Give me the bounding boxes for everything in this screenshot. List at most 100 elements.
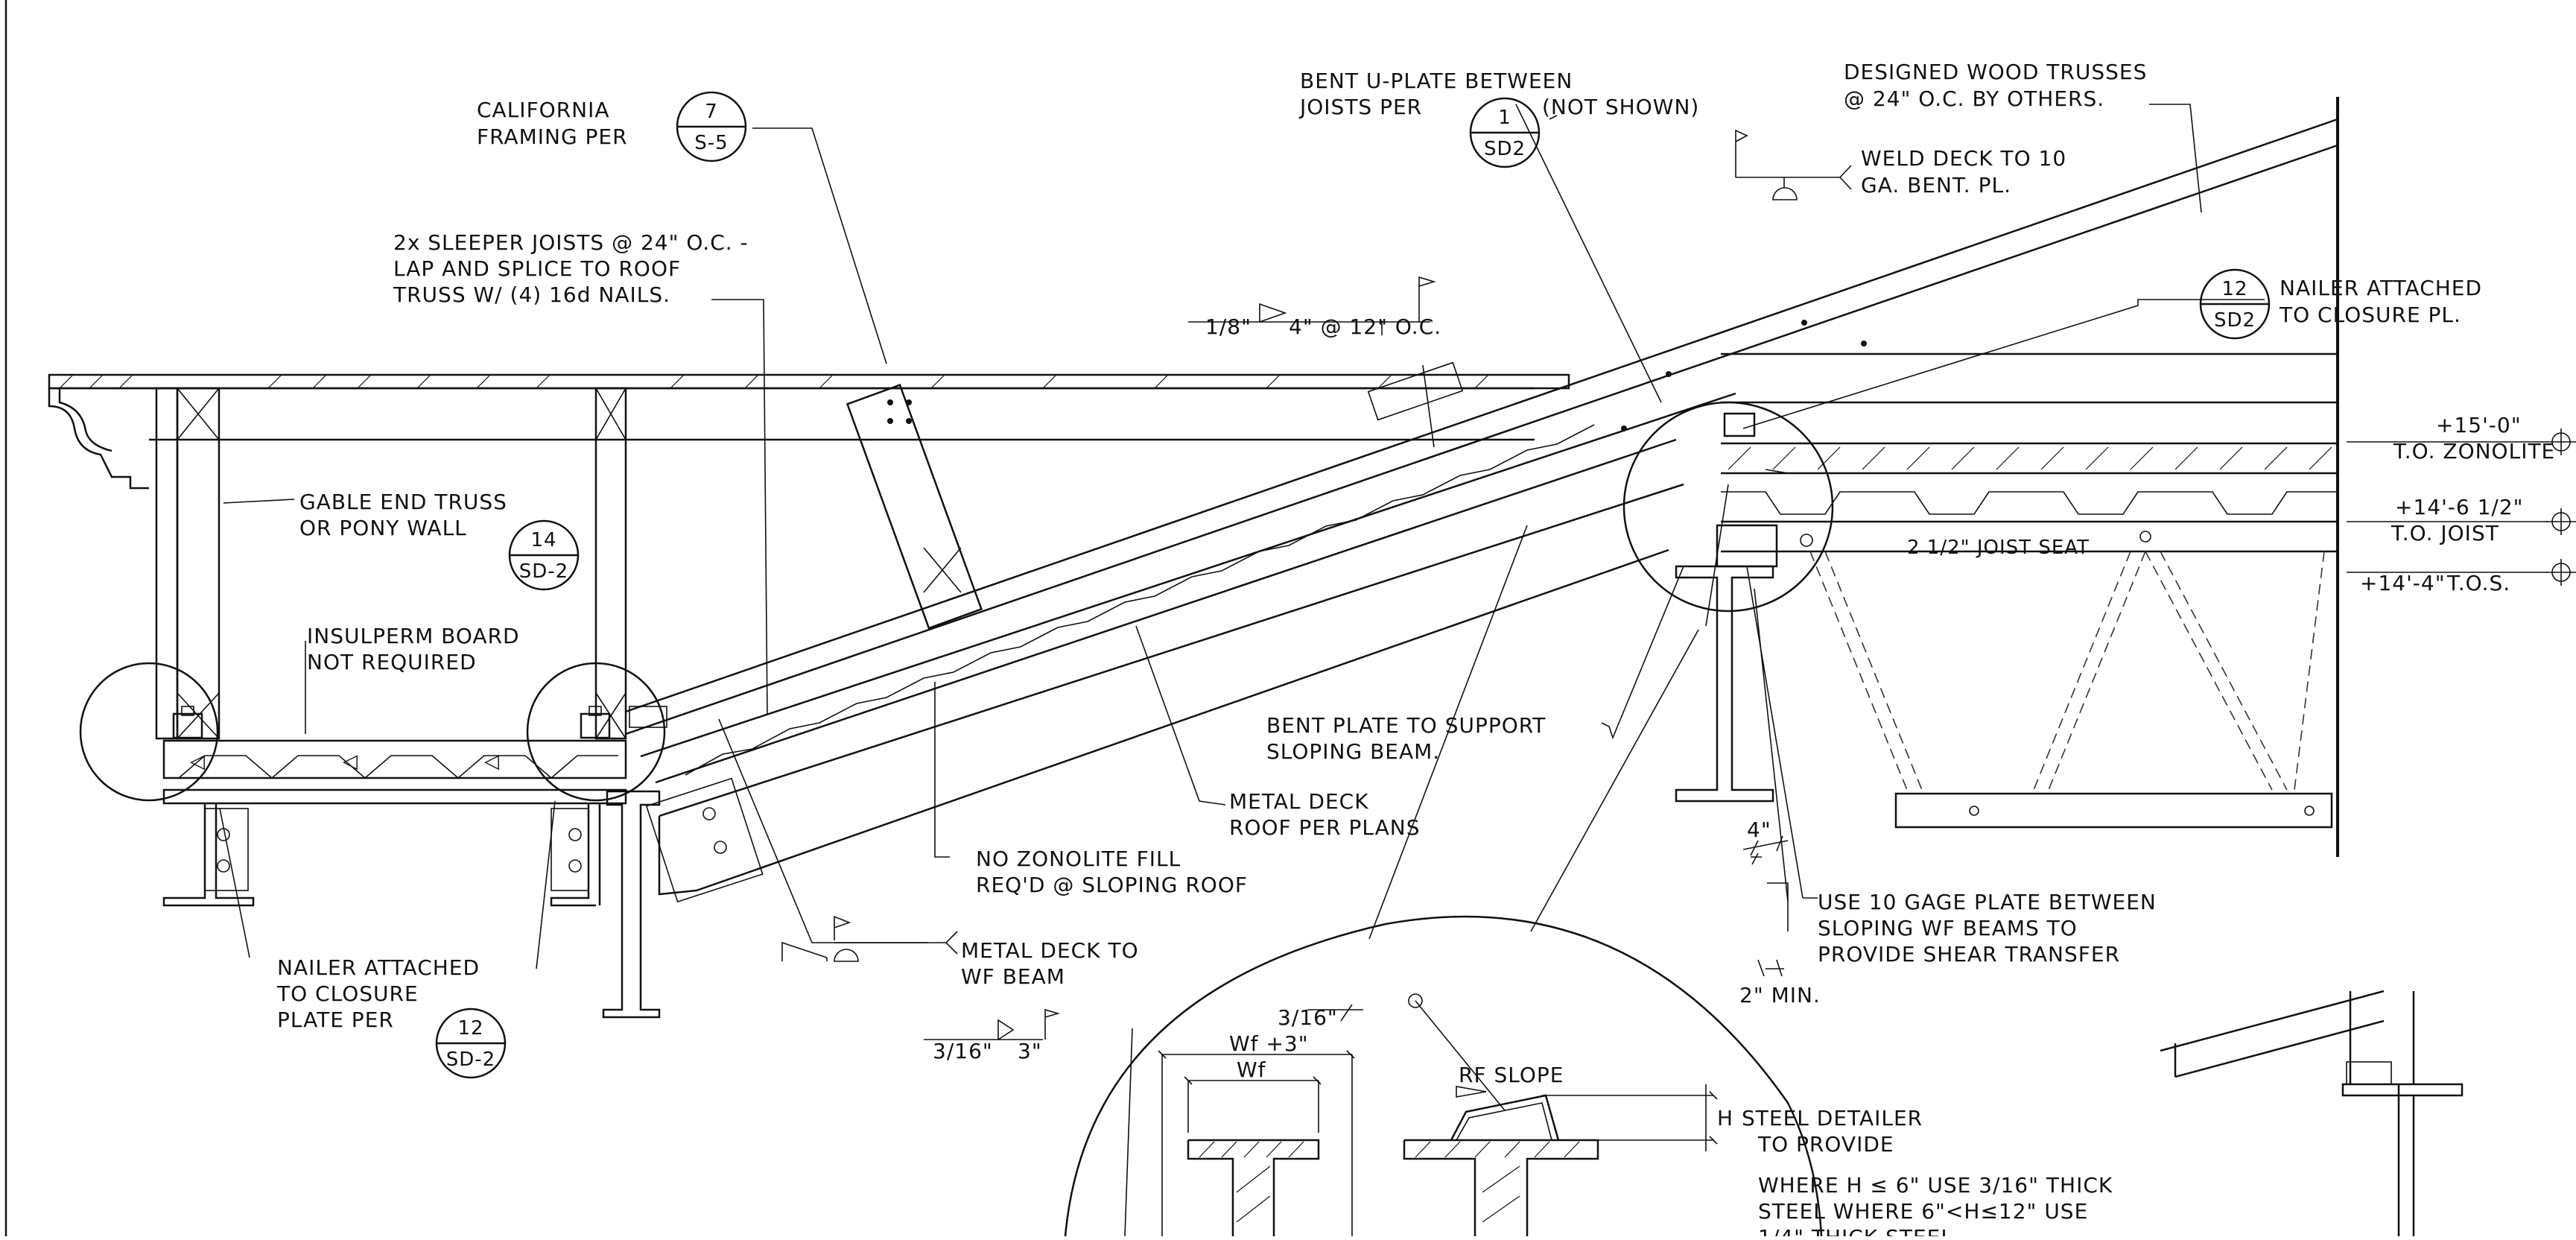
elevation-targets xyxy=(2347,428,2576,586)
label-h: H xyxy=(1717,1106,1733,1130)
detail-bubble[interactable]: 14 SD-2 xyxy=(508,519,580,591)
note-steel-detailer: STEEL DETAILER TO PROVIDE xyxy=(1742,1106,1923,1157)
note-nailer-closure-pl: NAILER ATTACHED TO CLOSURE PL. xyxy=(2279,276,2482,327)
note-metal-deck-wf: METAL DECK TO WF BEAM xyxy=(961,938,1139,989)
note-gable-end: GABLE END TRUSS OR PONY WALL xyxy=(299,490,507,540)
note-line: NO ZONOLITE FILL xyxy=(976,847,1181,871)
bubble-sheet: SD2 xyxy=(1484,138,1526,160)
joist-roof-assembly xyxy=(1622,352,2338,829)
note-line: PLATE PER xyxy=(277,1008,394,1032)
bubble-number: 1 xyxy=(1498,107,1511,129)
note-ten-gage-plate: USE 10 GAGE PLATE BETWEEN SLOPING WF BEA… xyxy=(1818,890,2157,967)
dimension-marks xyxy=(1158,835,1789,1145)
note-line: USE 10 GAGE PLATE BETWEEN xyxy=(1818,890,2157,914)
note-no-zonolite: NO ZONOLITE FILL REQ'D @ SLOPING ROOF xyxy=(976,847,1248,897)
note-line: 4" @ 12" O.C. xyxy=(1289,314,1441,339)
note-line: CALIFORNIA xyxy=(477,98,610,122)
note-weld-deck: WELD DECK TO 10 GA. BENT. PL. xyxy=(1861,146,2066,197)
note-line: GA. BENT. PL. xyxy=(1861,173,2011,197)
note-line: 3" xyxy=(1018,1039,1042,1063)
note-line: 3/16" xyxy=(933,1039,993,1063)
note-line: TO CLOSURE xyxy=(276,981,419,1006)
bubble-sheet: SD-2 xyxy=(446,1048,495,1071)
note-california-framing: CALIFORNIA FRAMING PER xyxy=(477,98,628,149)
dim-4: 4" xyxy=(1747,817,1771,842)
elevation-marker: +14'-6 1/2" T.O. JOIST xyxy=(2391,495,2524,545)
elevation-value: +15'-0" xyxy=(2436,413,2522,437)
note-line: NAILER ATTACHED xyxy=(2280,276,2482,300)
note-line: SLOPING BEAM. xyxy=(1266,739,1440,764)
sloping-roof-assembly xyxy=(625,118,2338,903)
detail-bubble[interactable]: 1 SD2 xyxy=(1469,97,1541,168)
note-line: (NOT SHOWN) xyxy=(1542,95,1699,119)
note-line: LAP AND SPLICE TO ROOF xyxy=(393,256,681,281)
note-bent-plate-support: BENT PLATE TO SUPPORT SLOPING BEAM. xyxy=(1266,713,1546,764)
note-line: 2x SLEEPER JOISTS @ 24" O.C. - xyxy=(393,230,749,255)
bubble-sheet: S-5 xyxy=(694,132,728,154)
bubble-number: 14 xyxy=(530,529,556,551)
detail-weld-size: 3/16" xyxy=(1278,1005,1338,1030)
note-line: ROOF PER PLANS xyxy=(1229,815,1420,840)
note-line: @ 24" O.C. BY OTHERS. xyxy=(1844,86,2104,111)
label-rf-slope: RF SLOPE xyxy=(1459,1063,1564,1087)
bubble-number: 12 xyxy=(457,1017,483,1040)
note-line: FRAMING PER xyxy=(477,124,628,149)
note-line: REQ'D @ SLOPING ROOF xyxy=(976,873,1248,897)
detail-bubble[interactable]: 12 SD2 xyxy=(2199,268,2271,340)
note-line: WELD DECK TO 10 xyxy=(1861,146,2066,171)
note-line: WF BEAM xyxy=(961,964,1065,989)
note-line: BENT U-PLATE BETWEEN xyxy=(1300,69,1573,93)
elevation-marker: +15'-0" T.O. ZONOLITE xyxy=(2393,413,2555,464)
note-nailer-closure-plate: NAILER ATTACHED TO CLOSURE PLATE PER xyxy=(276,955,480,1032)
note-line: DESIGNED WOOD TRUSSES xyxy=(1844,60,2147,84)
note-fillet-weld-top: 1/8" 4" @ 12" O.C. xyxy=(1205,314,1441,339)
elevation-value: +14'-4" xyxy=(2360,571,2446,595)
note-line: TRUSS W/ (4) 16d NAILS. xyxy=(393,282,670,307)
note-line: WHERE H ≤ 6" USE 3/16" THICK xyxy=(1758,1173,2113,1198)
elevation-label: T.O. ZONOLITE xyxy=(2393,439,2555,464)
svg-text:◁: ◁ xyxy=(190,750,206,773)
bubble-sheet: SD2 xyxy=(2214,309,2256,332)
note-sleeper-joists: 2x SLEEPER JOISTS @ 24" O.C. - LAP AND S… xyxy=(393,230,749,307)
note-line: TO CLOSURE PL. xyxy=(2279,303,2461,327)
dim-2-min: 2" MIN. xyxy=(1739,983,1821,1008)
dim-wf: Wf xyxy=(1237,1057,1266,1082)
note-line: SLOPING WF BEAMS TO xyxy=(1818,916,2078,940)
note-insulperm: INSULPERM BOARD NOT REQUIRED xyxy=(307,624,519,674)
note-line: STEEL WHERE 6"<H≤12" USE xyxy=(1758,1199,2088,1224)
note-line: STEEL DETAILER xyxy=(1742,1106,1923,1130)
detail-bubble[interactable]: 7 S-5 xyxy=(676,91,747,162)
note-line: NAILER ATTACHED xyxy=(277,955,480,980)
note-line: NOT REQUIRED xyxy=(307,650,477,674)
bubble-sheet: SD-2 xyxy=(519,560,568,583)
plate-detail-enlargement xyxy=(1064,915,1823,1237)
elevation-label: T.O.S. xyxy=(2446,571,2510,595)
bubble-number: 12 xyxy=(2221,278,2247,300)
note-line: TO PROVIDE xyxy=(1757,1132,1894,1157)
note-line: METAL DECK xyxy=(1229,789,1369,814)
partial-detail-corner xyxy=(2160,990,2464,1236)
dim-wf-plus-3: Wf +3" xyxy=(1229,1031,1309,1056)
note-line: METAL DECK TO xyxy=(961,938,1139,963)
gable-end-roof-assembly: ◁ ◁ ◁ xyxy=(48,373,1570,1019)
bubble-number: 7 xyxy=(705,101,718,123)
elevation-marker: +14'-4" T.O.S. xyxy=(2360,571,2510,595)
note-where-h: WHERE H ≤ 6" USE 3/16" THICK STEEL WHERE… xyxy=(1758,1173,2113,1240)
note-line: 1/8" xyxy=(1205,314,1251,339)
detail-bubble[interactable]: 12 SD-2 xyxy=(435,1008,507,1079)
note-fillet-weld-bottom: 3/16" 3" xyxy=(933,1039,1042,1063)
note-metal-deck-roof: METAL DECK ROOF PER PLANS xyxy=(1229,789,1420,840)
note-line: GABLE END TRUSS xyxy=(299,490,507,514)
svg-text:◁: ◁ xyxy=(343,750,358,773)
elevation-value: +14'-6 1/2" xyxy=(2395,495,2524,519)
svg-text:◁: ◁ xyxy=(484,750,500,773)
elevation-label: T.O. JOIST xyxy=(2391,521,2499,545)
weld-symbols xyxy=(834,129,1852,1041)
note-wood-trusses: DESIGNED WOOD TRUSSES @ 24" O.C. BY OTHE… xyxy=(1844,60,2147,111)
note-line: PROVIDE SHEAR TRANSFER xyxy=(1818,942,2120,967)
note-line: BENT PLATE TO SUPPORT xyxy=(1266,713,1546,738)
note-line: 1/4" THICK STEEL xyxy=(1758,1225,1953,1236)
note-bent-u-plate: BENT U-PLATE BETWEEN JOISTS PER (NOT SHO… xyxy=(1298,69,1699,119)
